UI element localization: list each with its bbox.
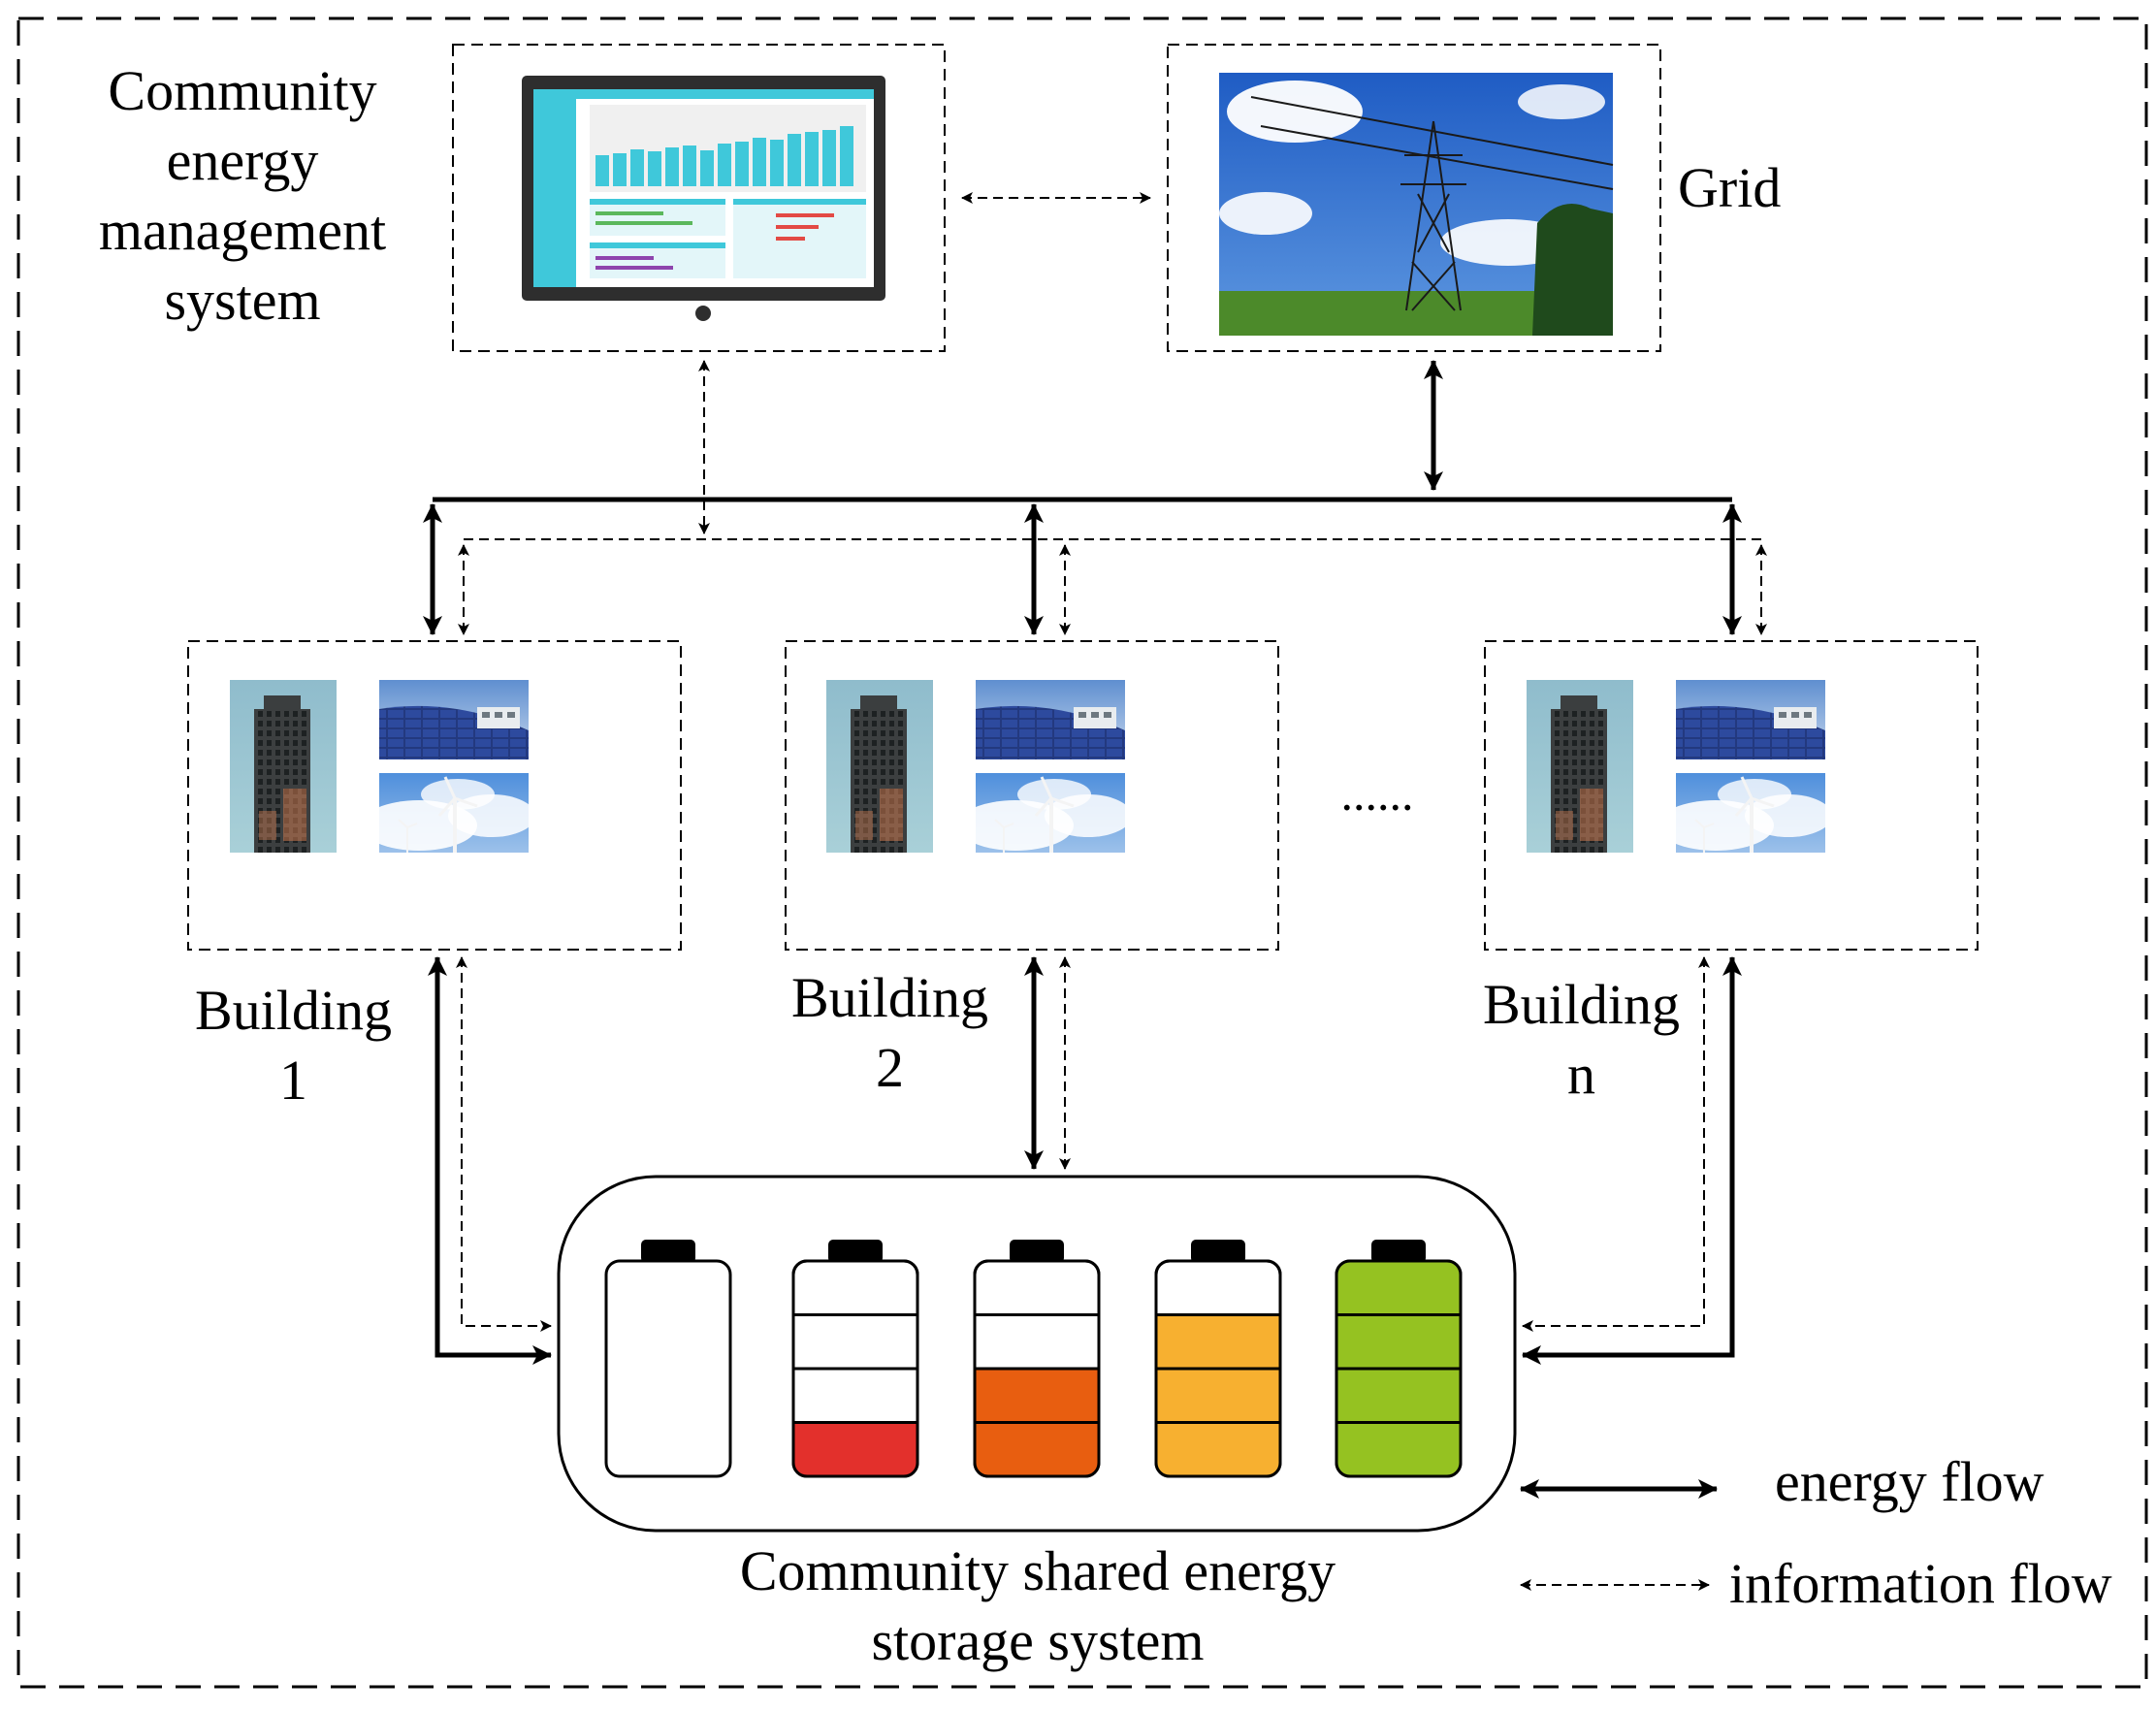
storage-node [557, 1175, 1517, 1533]
energy-bn-storage [1522, 956, 1742, 1365]
cems-box [452, 44, 946, 352]
building-2-box [785, 640, 1279, 951]
storage-label-line1: Community shared energy [739, 1539, 1336, 1602]
building-2-label-line1: Building [790, 966, 989, 1029]
info-b1-storage [456, 956, 552, 1332]
battery-1 [604, 1240, 732, 1478]
info-bn-storage [1522, 956, 1710, 1332]
battery-charge-fill [793, 1422, 917, 1476]
info-flow-lines [456, 192, 1767, 1591]
building-n-node [1484, 640, 1979, 951]
cems-label-line3: management [98, 199, 387, 262]
cems-label-line2: energy [166, 129, 319, 192]
cems-node [452, 44, 946, 352]
legend-energy-label: energy flow [1775, 1450, 2044, 1513]
energy-flow-lines [423, 360, 1742, 1499]
building-1-label-line1: Building [194, 979, 393, 1042]
grid-label: Grid [1678, 156, 1782, 219]
building-n-label-line1: Building [1482, 973, 1681, 1036]
building-2-label-line2: 2 [876, 1036, 904, 1099]
battery-body [604, 1259, 732, 1478]
building-1-label-line2: 1 [279, 1049, 307, 1112]
building-1-node [187, 640, 682, 951]
battery-2 [791, 1240, 919, 1478]
storage-label: Community shared energy storage system [601, 1536, 1474, 1676]
battery-cap [1371, 1240, 1426, 1263]
cems-label: Community energy management system [58, 56, 427, 336]
building-2-node [785, 640, 1279, 951]
cems-label-line1: Community [108, 59, 377, 122]
battery-charge-fill [1156, 1314, 1280, 1476]
outer-frame [16, 16, 2148, 1689]
legend-info-label: information flow [1729, 1552, 2112, 1615]
battery-cap [641, 1240, 695, 1263]
battery-cap [1010, 1240, 1064, 1263]
energy-b1-storage [428, 956, 552, 1365]
power-tower-photo [1219, 73, 1614, 336]
cems-label-line4: system [164, 269, 321, 332]
building-1-label: Building 1 [165, 976, 422, 1115]
building-n-label: Building n [1453, 970, 1710, 1110]
storage-container [557, 1175, 1517, 1533]
battery-group [604, 1240, 1463, 1478]
storage-label-line2: storage system [871, 1609, 1205, 1672]
battery-cap [828, 1240, 883, 1263]
grid-node [1167, 44, 1661, 352]
grid-box [1167, 44, 1661, 352]
building-2-label: Building 2 [761, 963, 1018, 1103]
building-n-label-line2: n [1567, 1043, 1595, 1106]
battery-5 [1335, 1240, 1463, 1478]
building-1-box [187, 640, 682, 951]
battery-3 [973, 1240, 1101, 1478]
monitor-icon [522, 76, 885, 321]
building-n-box [1484, 640, 1979, 951]
battery-4 [1154, 1240, 1282, 1478]
battery-cap [1191, 1240, 1245, 1263]
ellipsis-label: ...... [1340, 766, 1414, 821]
